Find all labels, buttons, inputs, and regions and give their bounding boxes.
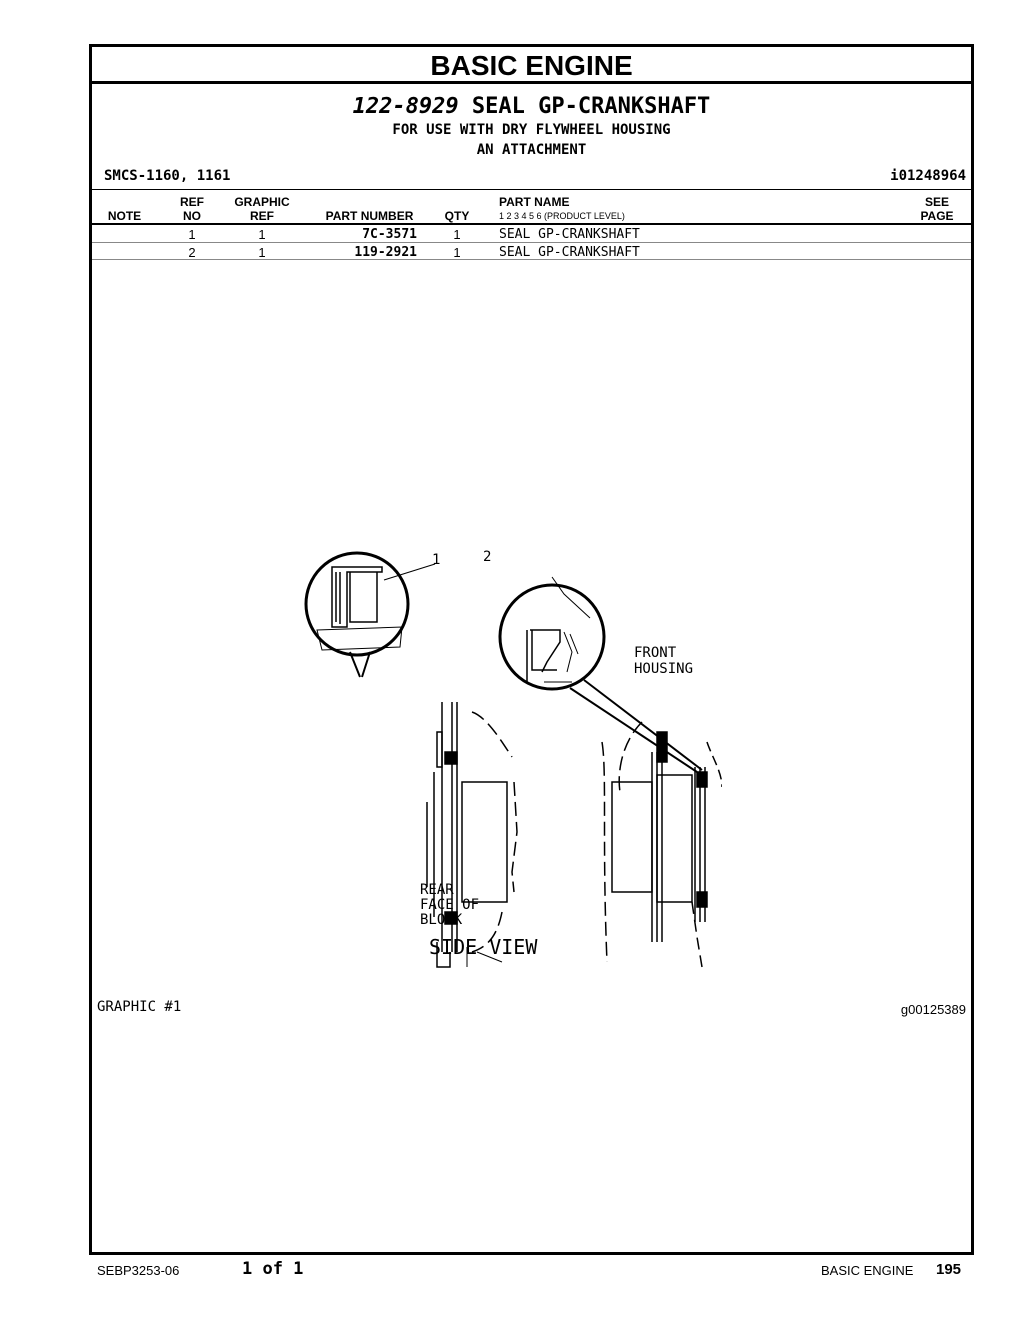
header-graphic-ref-bottom: REF xyxy=(250,209,274,223)
header-product-level: 1 2 3 4 5 6 (PRODUCT LEVEL) xyxy=(499,211,625,221)
detail-callout-2 xyxy=(498,576,703,773)
group-number: 122-8929 xyxy=(352,94,459,119)
row-rule xyxy=(92,242,971,243)
graphic-caption: GRAPHIC #1 xyxy=(97,999,182,1015)
header-see-page: SEE PAGE xyxy=(907,195,967,223)
info-id: i01248964 xyxy=(890,168,966,184)
front-housing-label-line2: HOUSING xyxy=(634,661,694,677)
header-part-number: PART NUMBER xyxy=(325,209,414,223)
row-ref-no: 1 xyxy=(188,227,196,242)
front-seal-assembly xyxy=(601,721,722,968)
row-graphic-ref: 1 xyxy=(258,227,266,242)
front-housing-label-line1: FRONT xyxy=(634,645,677,661)
header-see-page-bottom: PAGE xyxy=(920,209,954,223)
footer-section: BASIC ENGINE xyxy=(821,1263,914,1278)
row-graphic-ref: 1 xyxy=(258,245,266,260)
callout-1-label: 1 xyxy=(432,552,441,568)
detail-callout-1 xyxy=(304,551,436,678)
table-header-rule xyxy=(92,223,971,225)
header-part-name: PART NAME xyxy=(499,195,570,209)
header-ref-no-bottom: NO xyxy=(183,209,201,223)
table-top-rule xyxy=(92,189,971,190)
row-part-number: 119-2921 xyxy=(354,245,417,260)
header-ref-no-top: REF xyxy=(180,195,204,209)
rear-face-label-line3: BLOCK xyxy=(420,912,463,928)
group-usage-line: FOR USE WITH DRY FLYWHEEL HOUSING xyxy=(392,122,671,138)
rear-face-label-line1: REAR xyxy=(420,882,454,898)
footer-page-number: 195 xyxy=(936,1261,962,1278)
footer-page-count: 1 of 1 xyxy=(242,1259,304,1279)
row-part-number: 7C-3571 xyxy=(362,227,417,242)
page-frame: BASIC ENGINE 122-8929 SEAL GP-CRANKSHAFT… xyxy=(89,44,974,1255)
row-ref-no: 2 xyxy=(188,245,196,260)
section-banner: BASIC ENGINE xyxy=(92,47,971,84)
front-housing-label: FRONT HOUSING xyxy=(634,645,693,677)
smcs-codes: SMCS-1160, 1161 xyxy=(104,168,231,184)
row-qty: 1 xyxy=(453,245,461,260)
row-qty: 1 xyxy=(453,227,461,242)
group-attachment-line: AN ATTACHMENT xyxy=(476,142,587,158)
group-title: 122-8929 SEAL GP-CRANKSHAFT xyxy=(92,94,971,119)
seal-side-view-drawing xyxy=(304,551,722,968)
group-name: SEAL GP-CRANKSHAFT xyxy=(471,94,711,119)
header-see-page-top: SEE xyxy=(924,195,949,209)
footer-doc-number: SEBP3253-06 xyxy=(97,1263,180,1278)
callout-2-label: 2 xyxy=(483,549,492,565)
row-part-name: SEAL GP-CRANKSHAFT xyxy=(499,227,640,242)
header-qty: QTY xyxy=(444,209,470,223)
rear-seal-assembly xyxy=(426,702,518,968)
row-part-name: SEAL GP-CRANKSHAFT xyxy=(499,245,640,260)
graphic-id: g00125389 xyxy=(900,1002,966,1017)
rear-face-label: REAR FACE OF BLOCK xyxy=(420,883,479,928)
header-graphic-ref: GRAPHIC REF xyxy=(227,195,297,223)
header-graphic-ref-top: GRAPHIC xyxy=(234,195,290,209)
rear-face-label-line2: FACE OF xyxy=(420,897,480,913)
row-rule xyxy=(92,259,971,260)
header-note: NOTE xyxy=(107,209,142,223)
side-view-label: SIDE VIEW xyxy=(429,935,538,959)
header-ref-no: REF NO xyxy=(167,195,217,223)
